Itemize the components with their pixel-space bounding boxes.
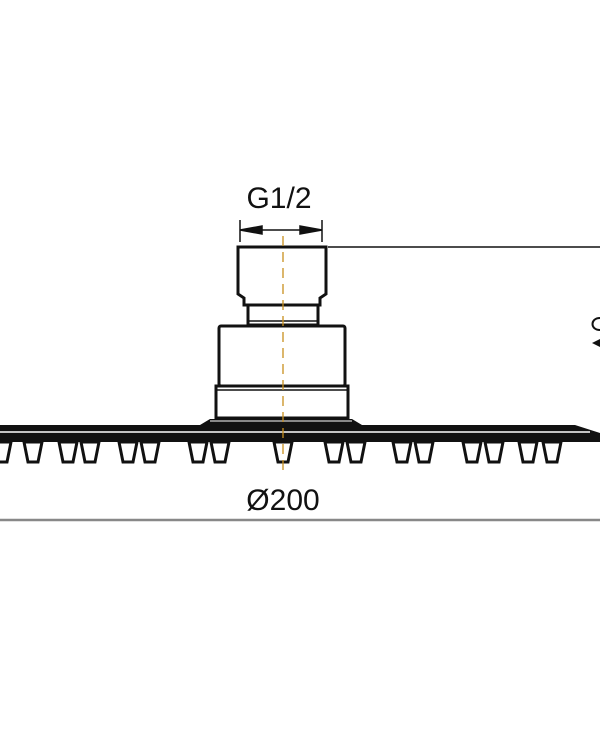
nozzle: [517, 440, 539, 464]
nozzle: [345, 440, 367, 464]
nozzle: [541, 440, 563, 464]
connector-nut: [236, 245, 328, 307]
nozzle: [209, 440, 231, 464]
nozzle-row: [0, 440, 563, 464]
shower-plate: [0, 419, 600, 442]
nozzle: [117, 440, 139, 464]
connector-body: [214, 324, 350, 420]
height-dimension-clipped: [591, 317, 600, 347]
diameter-label: Ø200: [246, 484, 319, 517]
nozzle: [413, 440, 435, 464]
nozzle: [483, 440, 505, 464]
nozzle: [461, 440, 483, 464]
nozzle: [139, 440, 161, 464]
nozzle: [79, 440, 101, 464]
nozzle: [22, 440, 44, 464]
nozzle: [57, 440, 79, 464]
nozzle: [0, 440, 13, 464]
thread-dimension-line: [239, 220, 323, 242]
thread-size-label: G1/2: [246, 182, 311, 215]
nozzle: [323, 440, 345, 464]
nozzle: [187, 440, 209, 464]
nozzle: [391, 440, 413, 464]
